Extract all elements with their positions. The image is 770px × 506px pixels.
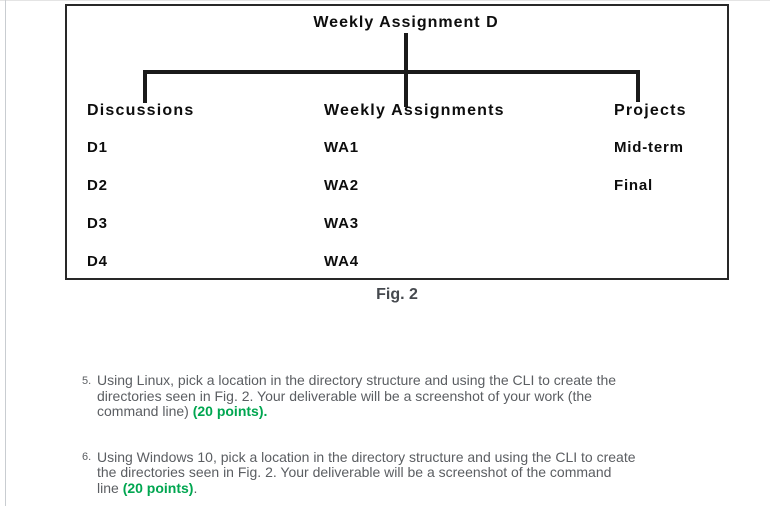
- question-number: 5.: [82, 374, 92, 387]
- question-text: Using Windows 10, pick a location in the…: [97, 448, 739, 497]
- question-suffix: .: [193, 479, 198, 496]
- tree-item: D1: [87, 139, 108, 156]
- tree-column-projects: Projects Mid-term Final: [614, 103, 687, 216]
- page-left-border: [5, 0, 6, 506]
- tree-item: Mid-term: [614, 139, 684, 156]
- column-label: Projects: [614, 102, 687, 119]
- tree-item: WA3: [324, 215, 359, 232]
- tree-item: WA2: [324, 177, 359, 194]
- question-number: 6.: [82, 451, 92, 463]
- tree-connector-stub-right: [636, 70, 640, 102]
- tree-root-label: Weekly Assignment D: [313, 14, 499, 31]
- tree-item: D4: [87, 253, 108, 270]
- question-5: 5. Using Linux, pick a location in the d…: [82, 372, 739, 420]
- column-label: Discussions: [87, 102, 195, 119]
- question-body: Using Linux, pick a location in the dire…: [97, 372, 617, 419]
- tree-connector-stub-left: [143, 70, 147, 103]
- figure-caption: Fig. 2: [376, 286, 418, 303]
- tree-item: D2: [87, 177, 108, 194]
- directory-tree-diagram: Weekly Assignment D Discussions D1 D2 D3…: [65, 4, 729, 280]
- tree-item: Final: [614, 177, 654, 194]
- points-badge: (20 points).: [192, 403, 268, 419]
- question-body: Using Windows 10, pick a location in the…: [97, 448, 636, 496]
- tree-item: WA1: [324, 139, 359, 156]
- tree-item: WA4: [324, 253, 359, 270]
- instruction-list: 5. Using Linux, pick a location in the d…: [82, 372, 739, 506]
- tree-column-weekly-assignments: Weekly Assignments WA1 WA2 WA3 WA4: [324, 103, 505, 292]
- tree-column-discussions: Discussions D1 D2 D3 D4: [87, 103, 194, 292]
- column-label: Weekly Assignments: [324, 102, 505, 119]
- points-badge: (20 points): [122, 479, 194, 496]
- tree-item: D3: [87, 215, 108, 232]
- question-6: 6. Using Windows 10, pick a location in …: [82, 448, 739, 497]
- question-text: Using Linux, pick a location in the dire…: [97, 372, 739, 420]
- tree-connector-horizontal: [143, 70, 640, 74]
- page-top-border: [0, 0, 770, 1]
